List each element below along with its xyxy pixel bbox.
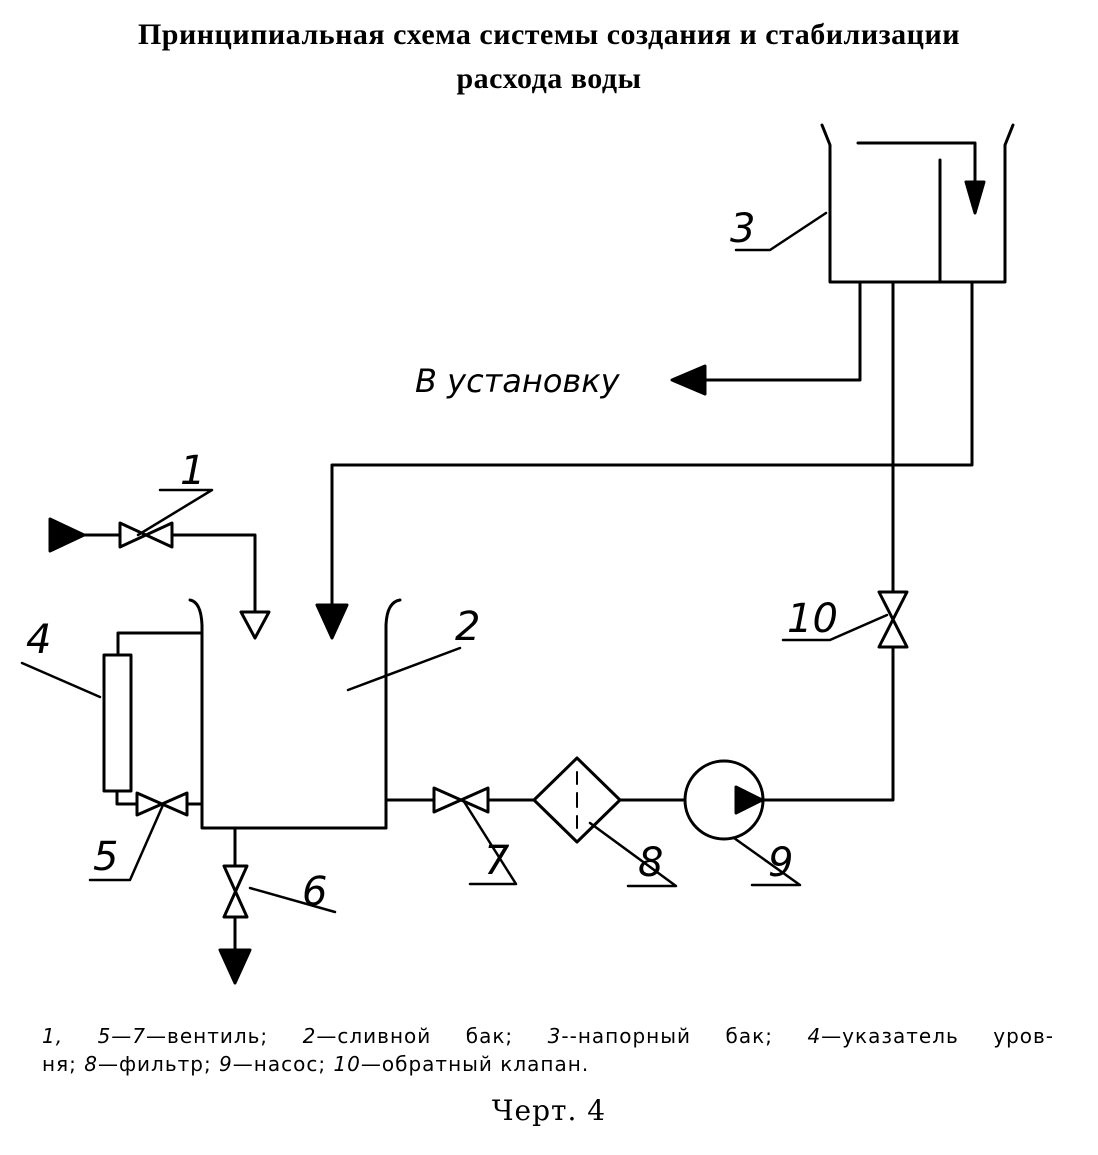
flow-schematic: 3 1 2 4 5 6 7 8 9 10 В установку [20, 123, 1015, 985]
gauge-lower-connection [115, 789, 139, 806]
legend-num: 10 [333, 1052, 361, 1076]
valve-1 [118, 521, 174, 549]
legend-text: —обратный клапан. [360, 1052, 590, 1076]
label-9: 9 [768, 840, 793, 886]
drain-arrow [218, 948, 252, 985]
drain-tank [188, 598, 402, 830]
valve-5 [135, 791, 189, 817]
legend-text: —указатель уров- [821, 1024, 1055, 1048]
label-4: 4 [26, 617, 51, 663]
legend-num: 9 [219, 1052, 233, 1076]
legend-num: 4 [807, 1024, 822, 1048]
overflow-arrow [964, 180, 986, 215]
leader-lines [20, 211, 889, 914]
legend-num: 8 [84, 1052, 98, 1076]
label-2: 2 [455, 604, 480, 650]
valve-7 [432, 786, 490, 814]
legend-num: 3 [547, 1024, 562, 1048]
label-7: 7 [484, 838, 510, 884]
label-8: 8 [638, 840, 663, 886]
label-3: 3 [730, 206, 755, 252]
diagram-title-line2: расхода воды [456, 62, 642, 95]
legend-text: —фильтр; [97, 1052, 220, 1076]
label-10: 10 [787, 596, 838, 642]
destination-label: В установку [415, 362, 621, 400]
legend-text: --напорный бак; [561, 1024, 808, 1048]
level-gauge-4 [102, 653, 133, 793]
tank-outlet-line [384, 798, 436, 830]
label-1: 1 [180, 448, 205, 494]
overflow-return-line [330, 280, 974, 607]
feed-line-lower [762, 645, 895, 802]
pressure-tank [820, 123, 1015, 284]
supply-line [703, 280, 862, 382]
legend-line-2: ня; 8—фильтр; 9—насос; 10—обратный клапа… [42, 1050, 1054, 1078]
legend-line-1: 1, 5—7—вентиль; 2—сливной бак; 3--напорн… [42, 1022, 1054, 1050]
inlet-open-arrow [239, 610, 271, 640]
return-arrow [315, 603, 349, 640]
gauge-upper-connection [116, 631, 204, 657]
valve-6 [222, 864, 249, 919]
diagram-title-line1: Принципиальная схема системы создания и … [137, 18, 961, 51]
legend-text: ня; [42, 1052, 85, 1076]
legend-text: —сливной бак; [316, 1024, 548, 1048]
label-6: 6 [302, 869, 327, 915]
legend-text: —вентиль; [146, 1024, 303, 1048]
pump-9 [683, 759, 765, 841]
label-5: 5 [93, 834, 118, 880]
check-valve-10 [877, 590, 909, 649]
inlet-arrow [48, 517, 86, 553]
legend-text: —насос; [232, 1052, 334, 1076]
filter-8 [532, 756, 622, 844]
legend-num: 1, 5—7 [42, 1024, 147, 1048]
figure-caption: Черт. 4 [491, 1094, 607, 1127]
supply-arrow [670, 364, 707, 396]
legend-num: 2 [302, 1024, 317, 1048]
inlet-line [170, 533, 257, 614]
